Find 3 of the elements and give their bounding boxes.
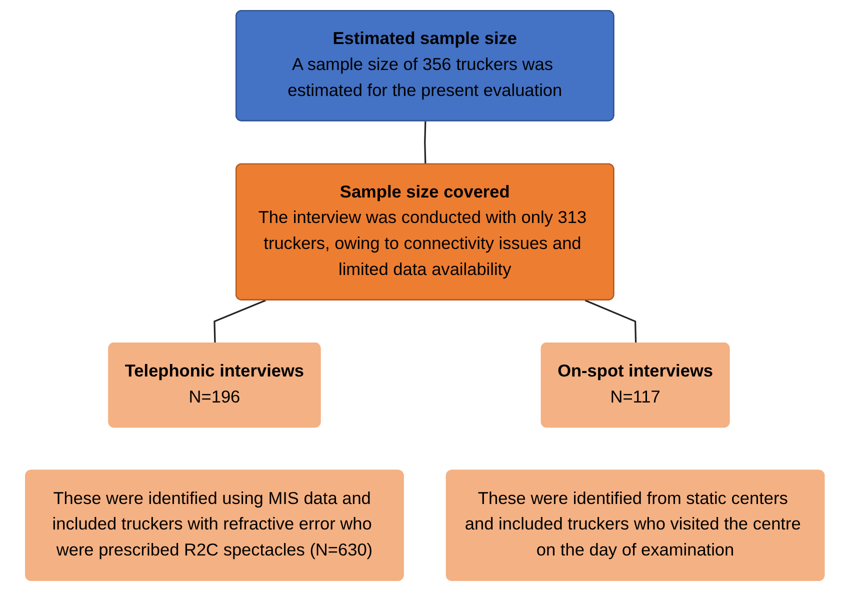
connector [584,300,636,344]
connector [424,121,426,164]
connector [213,300,266,344]
